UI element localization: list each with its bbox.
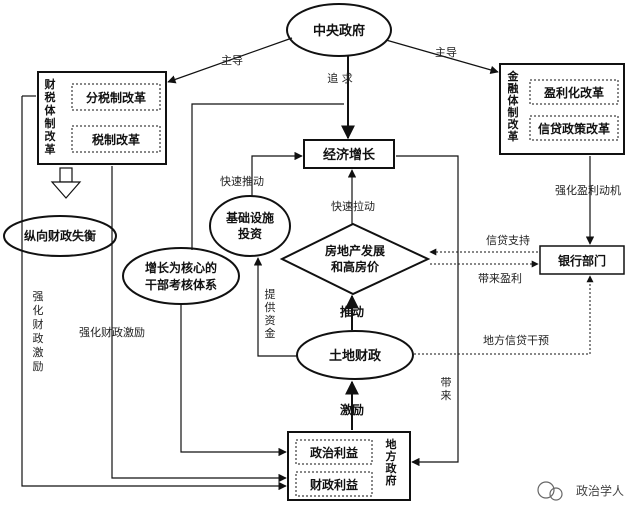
edge-evaluation-to-political (180, 304, 287, 457)
edge-strengthen-profit-label: 强化盈利动机 (555, 183, 621, 197)
tax-sharing-reform-label: 分税制改革 (86, 90, 146, 105)
land-finance-label: 土地财政 (329, 348, 382, 364)
central-government-label: 中央政府 (313, 23, 365, 39)
edge-rapid-push-label: 快速推动 (220, 174, 264, 188)
growth-evaluation-label-line1: 增长为核心的 (145, 260, 217, 275)
fiscal-reform-node: 财税体制改革 分税制改革 税制改革 (37, 71, 167, 165)
bank-label: 银行部门 (558, 253, 606, 268)
real-estate-label-line1: 房地产发展 (325, 243, 385, 258)
edge-strengthen-incentive-vertical-label: 强化财政激励 (33, 290, 44, 373)
edge-incentive-label: 激励 (340, 402, 364, 417)
land-finance-node: 土地财政 (296, 330, 414, 380)
edge-bring-label: 带来 (441, 376, 452, 402)
economic-growth-label: 经济增长 (323, 147, 376, 163)
economic-growth-node: 经济增长 (303, 139, 395, 169)
tax-system-reform-label: 税制改革 (92, 132, 140, 147)
edge-lead-right-label: 主导 (435, 46, 457, 59)
real-estate-label-line2: 和高房价 (330, 259, 380, 274)
fiscal-reform-label: 财税体制改革 (44, 77, 57, 156)
edge-rapid-pull-label: 快速拉动 (331, 199, 375, 213)
real-estate-node: 房地产发展 和高房价 (279, 222, 431, 296)
edge-growth-to-local (396, 155, 459, 467)
political-interest-label: 政治利益 (310, 445, 358, 460)
edge-infrastructure-to-growth (251, 151, 303, 196)
profit-reform-label: 盈利化改革 (543, 85, 604, 100)
edge-fiscal-incentive-vertical (21, 96, 287, 491)
vertical-imbalance-label: 纵向财政失衡 (24, 228, 96, 243)
local-government-label: 地方政府 (386, 437, 398, 487)
edge-credit-support-label: 信贷支持 (486, 233, 530, 247)
edge-bring-profit-label: 带来盈利 (478, 272, 522, 285)
edge-local-credit-label: 地方信贷干预 (483, 333, 549, 347)
edge-strengthen-incentive-label: 强化财政激励 (79, 325, 145, 339)
edge-provide-funds-label: 提供资金 (265, 288, 276, 340)
vertical-imbalance-node: 纵向财政失衡 (3, 215, 117, 257)
watermark-text: 政治学人 (576, 483, 624, 498)
watermark: 政治学人 (537, 481, 624, 501)
local-government-node: 政治利益 财政利益 地方政府 (287, 431, 411, 501)
edge-lead-left-label: 主导 (221, 54, 243, 67)
edge-pursue-label: 追 求 (327, 71, 353, 85)
edge-central-to-financial (385, 39, 499, 74)
edge-land-to-bank (414, 275, 594, 355)
infrastructure-label-line1: 基础设施 (225, 210, 274, 225)
financial-reform-node: 金融体制改革 盈利化改革 信贷政策改革 (499, 63, 625, 155)
fiscal-interest-label: 财政利益 (309, 477, 358, 492)
edge-central-to-fiscal (167, 37, 293, 84)
bank-node: 银行部门 (539, 245, 625, 275)
edge-taxsystem-to-fiscal-interest (111, 166, 287, 483)
infrastructure-node: 基础设施 投资 (209, 195, 291, 257)
edge-fiscal-to-imbalance (50, 167, 82, 199)
growth-evaluation-node: 增长为核心的 干部考核体系 (122, 247, 240, 305)
infrastructure-label-line2: 投资 (238, 226, 262, 241)
edge-push-label: 推动 (340, 304, 364, 319)
financial-reform-label: 金融体制改革 (507, 69, 520, 143)
wechat-icon (537, 481, 555, 499)
credit-policy-reform-label: 信贷政策改革 (538, 121, 610, 136)
central-government-node: 中央政府 (286, 3, 392, 57)
growth-evaluation-label-line2: 干部考核体系 (145, 277, 217, 292)
edge-land-to-infrastructure (253, 257, 298, 357)
edge-evaluation-to-pursue (191, 103, 344, 250)
